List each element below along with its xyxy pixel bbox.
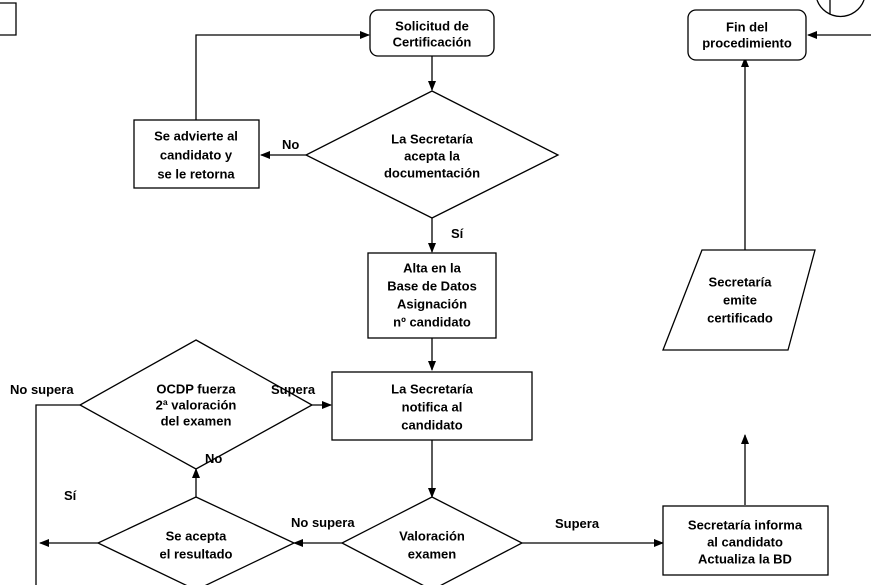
node-label-line: notifica al [402, 400, 463, 415]
node-emite: Secretaría emite certificado [662, 249, 816, 351]
label-no-supera-ocdp: No supera [10, 382, 74, 397]
node-label-line: certificado [707, 311, 773, 326]
label-no-documentacion: No [282, 137, 299, 152]
node-label-line: procedimiento [702, 36, 792, 51]
node-label-line: Secretaría informa [688, 518, 803, 533]
node-label-line: Actualiza la BD [698, 552, 792, 567]
node-label-line: acepta la [404, 149, 460, 164]
label-si-documentacion: Sí [451, 226, 464, 241]
node-label-line: del examen [161, 414, 232, 429]
node-label-line: La Secretaría [391, 382, 473, 397]
node-label-line: al candidato [707, 535, 783, 550]
node-notifica: La Secretaría notifica al candidato [331, 371, 533, 441]
node-label-line: Se acepta [166, 529, 227, 544]
edge-ocdp-left [35, 404, 80, 585]
label-no-supera-valoracion: No supera [291, 515, 355, 530]
node-acepta-documentacion: La Secretaría acepta la documentación [304, 90, 560, 219]
node-label-line: candidato [401, 418, 462, 433]
node-label-line: documentación [384, 166, 480, 181]
edge-advierte-to-solicitud [195, 31, 370, 120]
node-label-line: nº candidato [393, 315, 471, 330]
node-label-line: Se advierte al [154, 129, 238, 144]
node-label-line: se le retorna [157, 167, 235, 182]
node-label-line: Fin del [726, 20, 768, 35]
node-label-line: Base de Datos [387, 279, 477, 294]
partial-left-box [0, 2, 17, 36]
node-label-line: 2ª valoración [156, 398, 237, 413]
edges [35, 31, 871, 585]
label-si-resultado: Sí [64, 488, 77, 503]
node-label-line: OCDP fuerza [156, 382, 236, 397]
label-supera-ocdp: Supera [271, 382, 316, 397]
node-label-line: Valoración [399, 529, 465, 544]
node-valoracion: Valoración examen [340, 496, 524, 585]
node-label-line: Alta en la [403, 261, 462, 276]
node-label-line: Solicitud de [395, 19, 469, 34]
partial-logo [816, 0, 865, 18]
node-advierte: Se advierte al candidato y se le retorna [133, 119, 260, 189]
node-label-line: examen [408, 547, 456, 562]
label-no-ocdp: No [205, 451, 222, 466]
label-supera-valoracion: Supera [555, 516, 600, 531]
node-label-line: Asignación [397, 297, 467, 312]
node-label-line: el resultado [160, 547, 233, 562]
node-label-line: emite [723, 293, 757, 308]
node-label-line: La Secretaría [391, 132, 473, 147]
node-acepta-resultado: Se acepta el resultado [96, 496, 296, 585]
node-label-line: Secretaría [709, 275, 773, 290]
node-label-line: Certificación [393, 35, 472, 50]
node-label-line: candidato y [160, 148, 233, 163]
